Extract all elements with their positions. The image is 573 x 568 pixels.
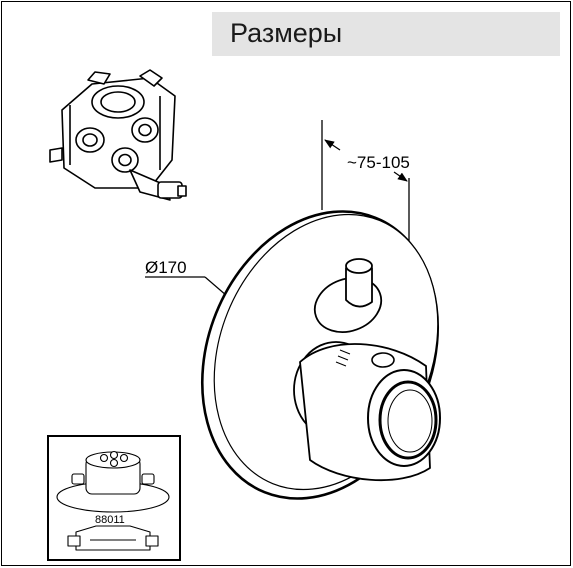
- projection-label: ~75-105: [347, 153, 410, 172]
- part-number-label: 88011: [95, 514, 125, 526]
- thermostat-knob: [293, 341, 441, 482]
- diameter-dimension: Ø170: [145, 258, 235, 303]
- valve-body-illustration: [49, 69, 187, 201]
- diameter-label: Ø170: [145, 258, 187, 277]
- page-title: Размеры: [230, 18, 343, 48]
- inset-valve-illustration: [56, 450, 170, 551]
- inset-box: 88011: [47, 435, 181, 561]
- shutoff-handle: [313, 258, 383, 333]
- title-bar: Размеры: [212, 12, 560, 56]
